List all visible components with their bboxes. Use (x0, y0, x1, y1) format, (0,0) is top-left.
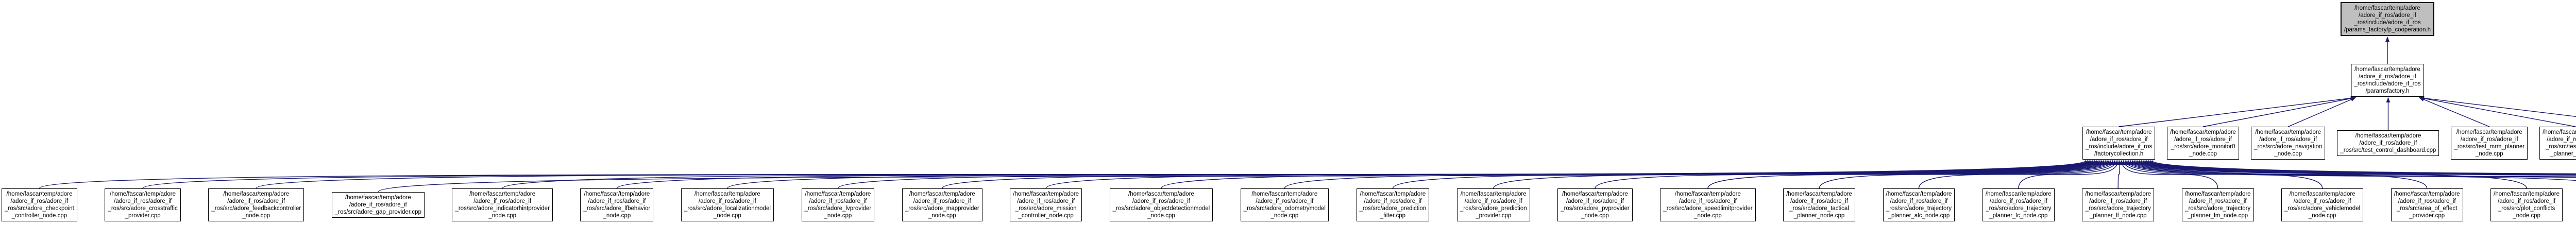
graph-node-adore-mission-controller-node-cpp[interactable]: /home/fascar/temp/adore /adore_if_ros/ad… (1010, 188, 1082, 221)
graph-node-test-control-dashboard-cpp[interactable]: /home/fascar/temp/adore /adore_if_ros/ad… (2337, 130, 2439, 156)
graph-node-adore-prediction-provider-cpp[interactable]: /home/fascar/temp/adore /adore_if_ros/ad… (1456, 188, 1530, 221)
include-edge (1595, 160, 2113, 189)
include-edge (1284, 160, 2108, 189)
graph-node-adore-speedlimitprovider-node-cpp[interactable]: /home/fascar/temp/adore /adore_if_ros/ad… (1660, 188, 1756, 221)
include-edge (39, 160, 2088, 189)
include-edge (142, 160, 2089, 189)
graph-node-adore-feedbackcontroller-node-cpp[interactable]: /home/fascar/temp/adore /adore_if_ros/ad… (208, 188, 304, 221)
graph-node-adore-navigation-node-cpp[interactable]: /home/fascar/temp/adore /adore_if_ros/ad… (2251, 127, 2326, 160)
graph-row-direct-includer: /home/fascar/temp/adore /adore_if_ros/ad… (2351, 64, 2424, 97)
include-edge (1493, 160, 2111, 189)
graph-node-adore-lfbehavior-node-cpp[interactable]: /home/fascar/temp/adore /adore_if_ros/ad… (580, 188, 654, 221)
include-edge (1392, 160, 2109, 189)
include-edge (2119, 96, 2356, 127)
graph-node-test-mrm-planner-node-cpp[interactable]: /home/fascar/temp/adore /adore_if_ros/ad… (2451, 127, 2528, 160)
graph-node-adore-crosstraffic-provider-cpp[interactable]: /home/fascar/temp/adore /adore_if_ros/ad… (105, 188, 181, 221)
include-edge (256, 160, 2091, 189)
graph-row-leaf-includers: /home/fascar/temp/adore /adore_if_ros/ad… (2, 186, 2576, 223)
edge-lines (39, 37, 2576, 193)
graph-node-area-of-effect-provider-cpp[interactable]: /home/fascar/temp/adore /adore_if_ros/ad… (2391, 188, 2463, 221)
include-edge (2203, 96, 2356, 127)
graph-node-adore-lvprovider-node-cpp[interactable]: /home/fascar/temp/adore /adore_if_ros/ad… (801, 188, 875, 221)
graph-row-second-level: /home/fascar/temp/adore /adore_if_ros/ad… (2082, 125, 2576, 161)
include-edge (1707, 160, 2115, 189)
graph-node-paramsfactory-h[interactable]: /home/fascar/temp/adore /adore_if_ros/ad… (2351, 64, 2424, 97)
graph-node-adore-trajectory-planner-alc-node-cpp[interactable]: /home/fascar/temp/adore /adore_if_ros/ad… (1883, 188, 1955, 221)
include-edge (1045, 160, 2104, 189)
graph-node-adore-objectdetectionmodel-node-cpp[interactable]: /home/fascar/temp/adore /adore_if_ros/ad… (1109, 188, 1213, 221)
include-edge (2139, 160, 2576, 175)
graph-node-adore-tactical-planner-node-cpp[interactable]: /home/fascar/temp/adore /adore_if_ros/ad… (1783, 188, 1855, 221)
graph-node-adore-mapprovider-node-cpp[interactable]: /home/fascar/temp/adore /adore_if_ros/ad… (902, 188, 982, 221)
graph-node-adore-monitor0-node-cpp[interactable]: /home/fascar/temp/adore /adore_if_ros/ad… (2167, 127, 2240, 160)
include-edge (1918, 160, 2119, 189)
include-edge (502, 160, 2095, 189)
graph-node-adore-localizationmodel-node-cpp[interactable]: /home/fascar/temp/adore /adore_if_ros/ad… (681, 188, 774, 221)
graph-node-adore-pvprovider-node-cpp[interactable]: /home/fascar/temp/adore /adore_if_ros/ad… (1557, 188, 1633, 221)
include-edge (837, 160, 2100, 189)
include-edge (2134, 160, 2576, 175)
graph-node-adore-trajectory-planner-lf-node-cpp[interactable]: /home/fascar/temp/adore /adore_if_ros/ad… (2082, 188, 2155, 221)
include-edge (727, 160, 2098, 189)
graph-node-adore-indicatorhintprovider-node-cpp[interactable]: /home/fascar/temp/adore /adore_if_ros/ad… (452, 188, 553, 221)
graph-node-adore-trajectory-planner-lm-node-cpp[interactable]: /home/fascar/temp/adore /adore_if_ros/ad… (2181, 188, 2254, 221)
include-edge (2141, 160, 2576, 175)
include-edge (2145, 160, 2576, 175)
include-edge (942, 160, 2102, 189)
include-edge (2419, 97, 2490, 127)
include-edge (2018, 160, 2120, 189)
graph-node-adore-prediction-filter-cpp[interactable]: /home/fascar/temp/adore /adore_if_ros/ad… (1356, 188, 1430, 221)
graph-node-adore-vehiclemodel-node-cpp[interactable]: /home/fascar/temp/adore /adore_if_ros/ad… (2281, 188, 2364, 221)
graph-row-root: /home/fascar/temp/adore /adore_if_ros/ad… (2340, 2, 2435, 36)
include-edge (2150, 160, 2576, 175)
include-edge (2287, 97, 2356, 127)
include-edge (1161, 160, 2106, 189)
include-edge (616, 160, 2097, 189)
include-edge (2121, 160, 2323, 189)
graph-node-adore-checkpoint-controller-node-cpp[interactable]: /home/fascar/temp/adore /adore_if_ros/ad… (2, 188, 77, 221)
graph-node-p-cooperation-h: /home/fascar/temp/adore /adore_if_ros/ad… (2340, 2, 2435, 36)
include-edge (2123, 160, 2428, 189)
include-edge (2419, 96, 2576, 127)
graph-node-test-trajectory-planner-node-cpp[interactable]: /home/fascar/temp/adore /adore_if_ros/ad… (2539, 127, 2576, 160)
graph-node-adore-gap-provider-cpp[interactable]: /home/fascar/temp/adore /adore_if_ros/ad… (331, 192, 425, 218)
include-edge (2136, 160, 2576, 175)
graph-node-adore-odometrymodel-node-cpp[interactable]: /home/fascar/temp/adore /adore_if_ros/ad… (1240, 188, 1329, 221)
include-edge (2125, 160, 2527, 189)
include-edge (2117, 160, 2122, 189)
include-edge (2132, 160, 2576, 175)
graph-node-adore-trajectory-planner-lc-node-cpp[interactable]: /home/fascar/temp/adore /adore_if_ros/ad… (1982, 188, 2055, 221)
include-edge (2138, 160, 2576, 175)
include-edge (2148, 160, 2576, 175)
graph-node-plot-conflicts-node-cpp[interactable]: /home/fascar/temp/adore /adore_if_ros/ad… (2490, 188, 2563, 221)
include-edge (1819, 160, 2116, 189)
include-edge (2419, 96, 2576, 117)
graph-node-factorycollection-h[interactable]: /home/fascar/temp/adore /adore_if_ros/ad… (2082, 127, 2156, 160)
include-edge (2119, 160, 2218, 189)
